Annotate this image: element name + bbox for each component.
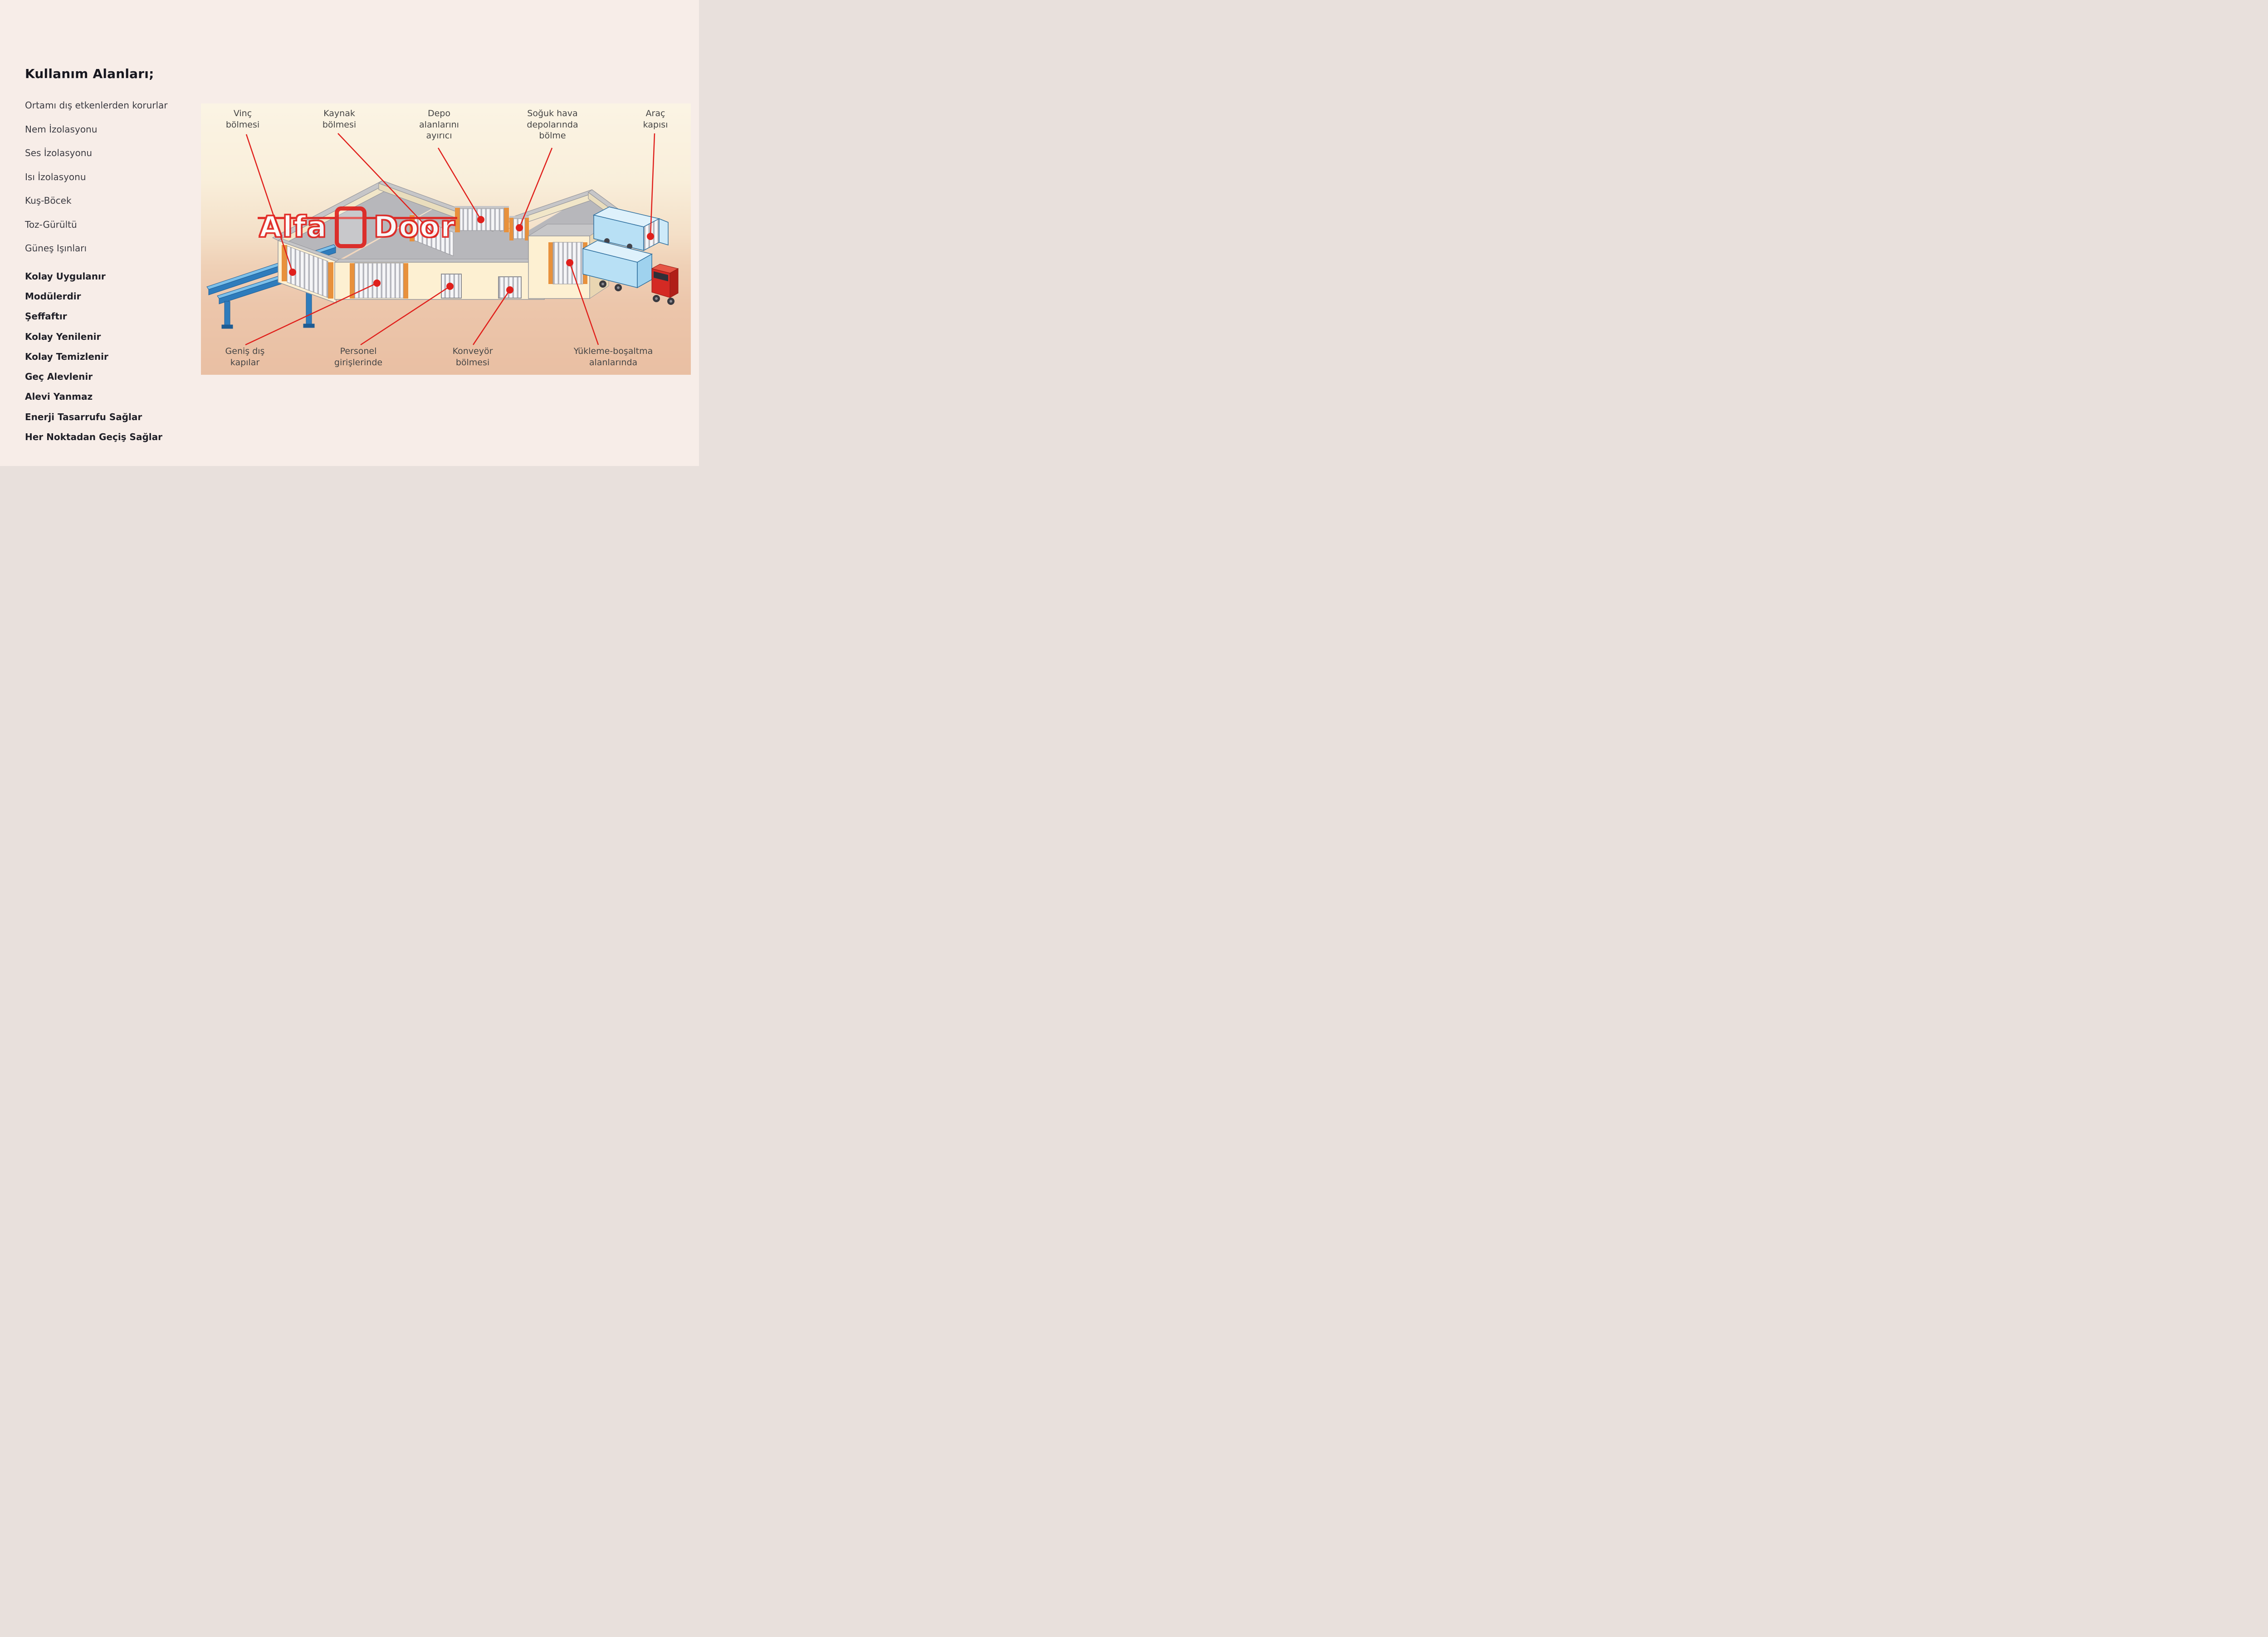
callout-line-vinc <box>245 134 293 273</box>
callout-dot-arac <box>647 233 654 240</box>
feature-item: Kuş-Böcek <box>25 195 72 206</box>
feature-item-bold: Kolay Uygulanır <box>25 270 106 282</box>
callout-dot-vinc <box>289 269 296 276</box>
callout-line-arac <box>650 133 655 237</box>
page-title: Kullanım Alanları; <box>25 66 154 81</box>
callout-lines <box>245 133 655 346</box>
truck-wheels <box>599 280 675 305</box>
feature-list-bold: Kolay Uygulanır Modülerdir Şeffaftır Kol… <box>25 266 195 447</box>
label-personel: Personel girişlerinde <box>334 346 383 368</box>
feature-item-bold: Alevi Yanmaz <box>25 391 93 402</box>
feature-item: Toz-Gürültü <box>25 219 77 230</box>
feature-item-bold: Kolay Temizlenir <box>25 351 108 362</box>
callout-line-yukleme <box>569 262 599 345</box>
feature-item-bold: Geç Alevlenir <box>25 371 93 382</box>
callout-line-konveyor <box>472 289 511 345</box>
truck-cab <box>651 264 679 298</box>
label-vinc: Vinç bölmesi <box>225 108 260 130</box>
door-frame-post <box>350 263 355 299</box>
callout-dot-kaynak <box>430 230 437 238</box>
feature-item-bold: Enerji Tasarrufu Sağlar <box>25 411 142 422</box>
page: Kullanım Alanları; Ortamı dış etkenlerde… <box>0 0 699 466</box>
features-column: Kullanım Alanları; Ortamı dış etkenlerde… <box>25 66 195 447</box>
label-soguk: Soğuk hava depolarında bölme <box>527 108 578 141</box>
callout-line-soguk <box>518 147 553 228</box>
feature-item: Nem İzolasyonu <box>25 123 98 135</box>
callout-overlay <box>245 133 655 346</box>
label-konveyor: Konveyör bölmesi <box>452 346 493 368</box>
strip-curtain-crane-bay <box>287 245 328 298</box>
door-frame-post <box>548 242 553 284</box>
warehouse-illustration <box>206 180 679 329</box>
label-kaynak: Kaynak bölmesi <box>322 108 357 130</box>
callout-line-personel <box>360 285 450 346</box>
label-arac: Araç kapısı <box>643 108 668 130</box>
door-frame-post <box>403 263 408 299</box>
door-frame-post <box>282 245 287 281</box>
callout-dot-yukleme <box>566 259 573 266</box>
callout-dot-konveyor <box>506 286 513 294</box>
callout-dot-personel <box>446 283 454 290</box>
feature-item: Isı İzolasyonu <box>25 171 86 182</box>
label-yukleme: Yükleme-boşaltma alanlarında <box>573 346 653 368</box>
crane-bay-wall <box>277 238 341 304</box>
truck-window <box>654 271 668 281</box>
callout-dot-genis <box>373 279 381 287</box>
feature-item: Ses İzolasyonu <box>25 147 93 159</box>
feature-item-bold: Kolay Yenilenir <box>25 331 101 342</box>
callout-dots <box>289 216 654 294</box>
callout-line-genis <box>245 282 377 346</box>
feature-item: Ortamı dış etkenlerden korurlar <box>25 100 168 111</box>
callout-dot-soguk <box>516 224 523 231</box>
door-frame-post <box>328 262 333 299</box>
diagram-panel: Alfa Door Vinç bölmesi Kaynak bölmesi De… <box>201 103 691 375</box>
trailer-open <box>592 206 669 251</box>
partition-soguk-hava <box>509 216 529 240</box>
callout-line-kaynak <box>337 133 434 235</box>
label-depo: Depo alanlarını ayırıcı <box>419 108 459 141</box>
feature-item: Güneş Işınları <box>25 243 87 254</box>
feature-item-bold: Şeffaftır <box>25 311 67 322</box>
label-genis: Geniş dış kapılar <box>225 346 265 368</box>
callout-dot-depo <box>477 216 484 223</box>
truck <box>582 240 679 305</box>
loading-annex <box>528 224 610 299</box>
feature-item-bold: Her Noktadan Geçiş Sağlar <box>25 431 162 443</box>
callout-line-depo <box>437 147 482 220</box>
feature-item-bold: Modülerdir <box>25 290 81 302</box>
feature-list-plain: Ortamı dış etkenlerden korurlar Nem İzol… <box>25 93 195 260</box>
